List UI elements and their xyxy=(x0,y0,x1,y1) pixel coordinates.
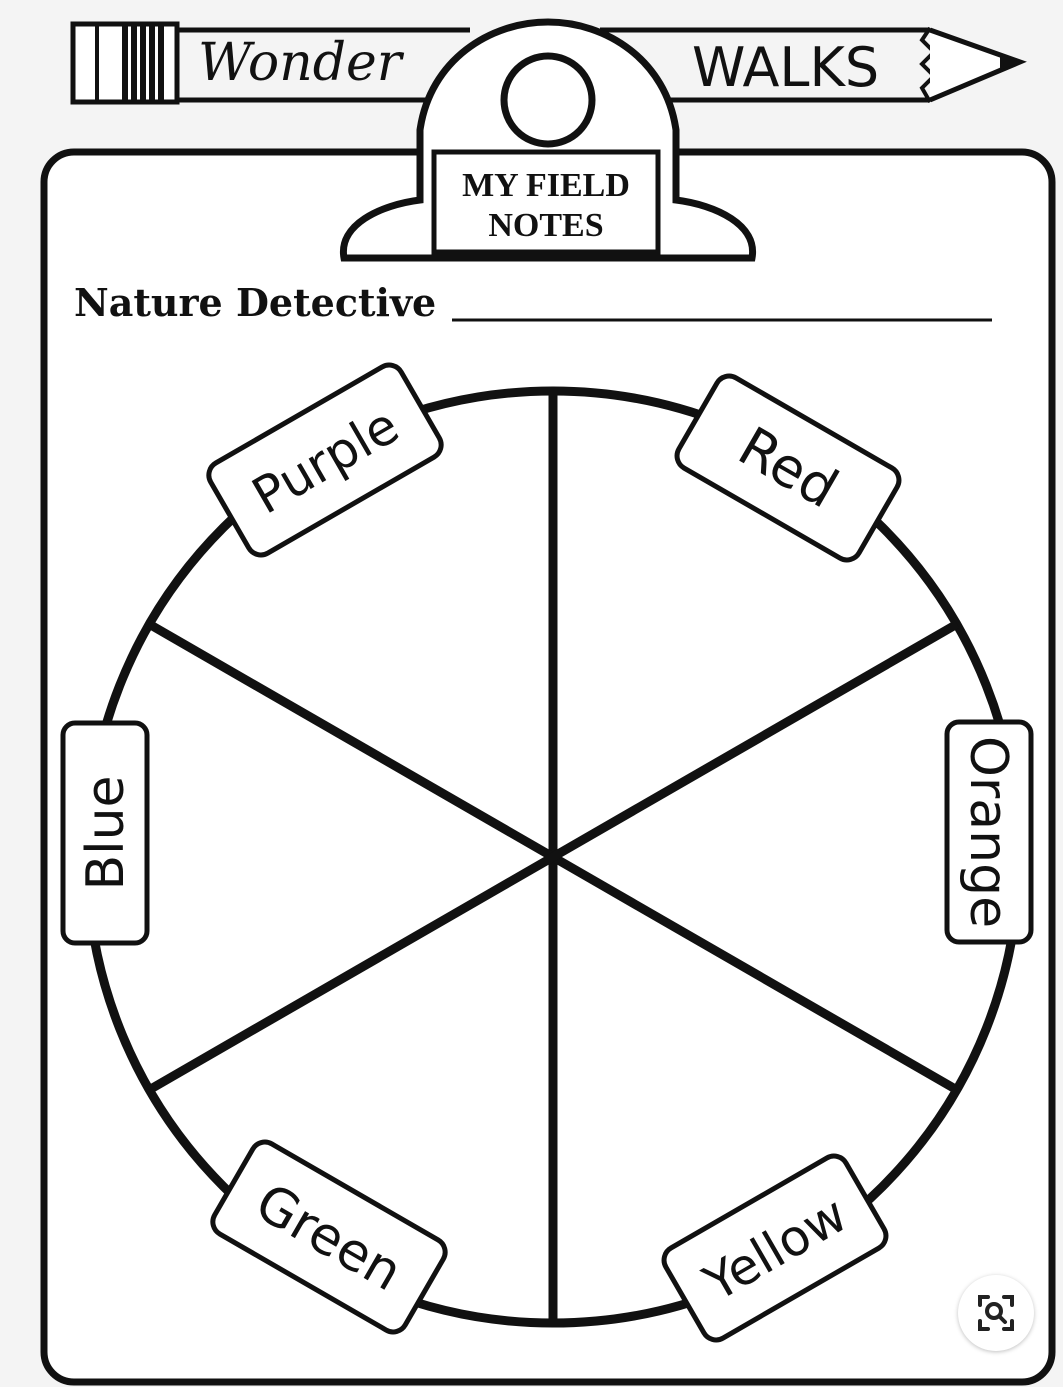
visual-search-button[interactable] xyxy=(958,1275,1034,1351)
visual-search-icon xyxy=(958,1275,1034,1351)
clip-label-line2: NOTES xyxy=(488,207,603,244)
clip-hole xyxy=(504,56,592,144)
tag-orange-label: Orange xyxy=(958,736,1018,928)
detective-label: Nature Detective xyxy=(74,280,436,325)
tag-orange: Orange xyxy=(947,722,1031,942)
tag-blue-label: Blue xyxy=(76,775,136,890)
color-wheel xyxy=(87,391,1019,1323)
pencil-word-right: WALKS xyxy=(692,36,879,99)
tag-blue: Blue xyxy=(63,723,147,943)
clip-label-line1: MY FIELD xyxy=(462,167,630,204)
pencil-word-left: Wonder xyxy=(198,33,405,93)
